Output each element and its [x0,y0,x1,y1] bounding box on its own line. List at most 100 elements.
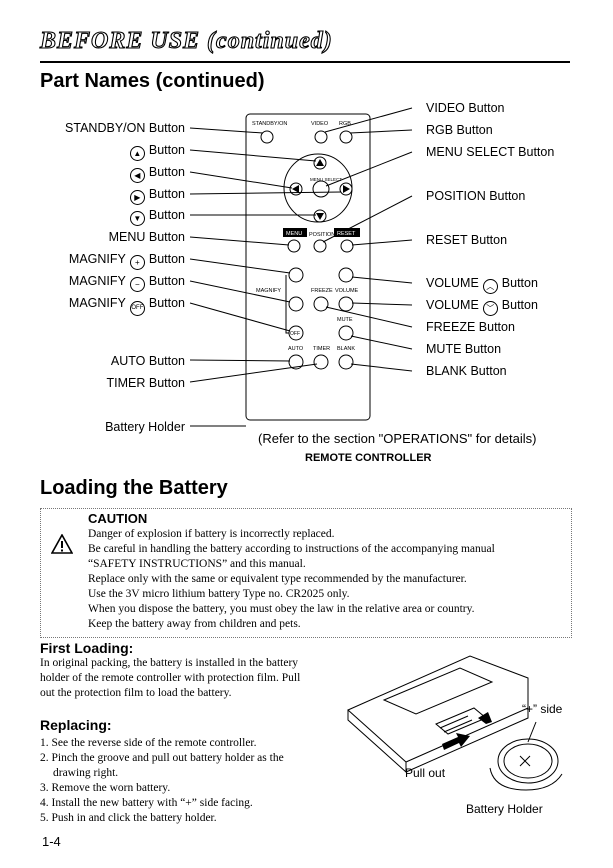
label-volume-down: VOLUME﹀Button [426,298,538,316]
section-header: BEFORE USE (continued) [39,27,333,54]
step: 5. Push in and click the battery holder. [40,812,217,824]
caution-box [40,508,572,638]
menu-select-label: MENU SELECT [310,177,342,182]
volume-label: VOLUME [335,288,359,294]
menu-label: MENU [286,231,302,237]
label-timer: TIMER Button [106,376,186,390]
warning-icon [51,534,73,554]
page-number: 1-4 [42,834,61,849]
label-down: ▼Button [126,208,185,226]
volume-down-button [338,296,354,312]
left-button [289,182,303,196]
label-mute: MUTE Button [426,342,502,356]
step: 3. Remove the worn battery. [40,782,171,794]
label-freeze: FREEZE Button [426,320,515,334]
operations-note: (Refer to the section "OPERATIONS" for d… [258,431,537,446]
battery-figure [347,655,563,791]
caution-title: CAUTION [88,511,148,526]
timer-label: TIMER [313,346,330,352]
menu-button [287,239,301,253]
battery-title: Loading the Battery [40,477,228,499]
position-button [313,239,327,253]
position-label: POSITION [309,232,335,238]
header-rule [40,61,570,63]
freeze-button [313,296,329,312]
replacing-title: Replacing: [40,717,112,733]
freeze-label: FREEZE [311,288,333,294]
standby-button [260,130,274,144]
video-label: VIDEO [311,121,329,127]
minus-icon: − [129,277,145,292]
magnify-plus-button [288,267,304,283]
label-volume-up: VOLUME︿Button [426,276,538,294]
up-arrow-icon: ▲ [129,146,145,161]
blank-button [338,354,354,370]
caution-line: Keep the battery away from children and … [88,618,301,630]
label-right: ▶Button [126,187,185,205]
first-loading-text: In original packing, the battery is inst… [40,656,350,701]
replacing-steps: 1. See the reverse side of the remote co… [40,736,360,826]
timer-button [313,354,329,370]
label-rgb: RGB Button [426,123,493,137]
step: 4. Install the new battery with “+” side… [40,797,253,809]
chevron-down-icon: ﹀ [482,301,498,316]
text-line: out the protection film to load the batt… [40,687,232,699]
plus-side-label: “+” side [522,702,563,716]
caution-line: When you dispose the battery, you must o… [88,603,475,615]
label-auto: AUTO Button [110,354,185,368]
text-line: In original packing, the battery is inst… [40,657,299,669]
magnify-label: MAGNIFY [256,288,281,294]
mute-button [338,325,354,341]
caution-line: Use the 3V micro lithium battery Type no… [88,588,350,600]
label-video: VIDEO Button [426,101,505,115]
first-loading-title: First Loading: [40,640,134,656]
label-battery-holder: Battery Holder [105,420,185,434]
remote-diagram: STANDBY/ON VIDEO RGB MENU SELECT MENU PO… [189,107,413,427]
reset-label: RESET [337,231,356,237]
plus-icon: + [129,255,145,270]
magnify-minus-button [288,296,304,312]
label-menu: MENU Button [108,230,185,244]
label-magnify-minus: MAGNIFY−Button [69,274,185,292]
caution-line: Danger of explosion if battery is incorr… [88,528,335,540]
left-arrow-icon: ◀ [129,168,145,183]
step: 2. Pinch the groove and pull out battery… [40,752,284,764]
caution-text: Danger of explosion if battery is incorr… [88,527,566,632]
down-arrow-icon: ▼ [129,211,145,226]
label-reset: RESET Button [426,233,508,247]
off-icon: OFF [129,301,145,316]
label-up: ▲Button [126,143,185,161]
rgb-label: RGB [339,121,351,127]
label-blank: BLANK Button [426,364,507,378]
remote-caption: REMOTE CONTROLLER [305,452,432,464]
rgb-button [339,130,353,144]
label-menu-select: MENU SELECT Button [426,145,555,159]
menu-select-button [312,180,330,198]
label-magnify-plus: MAGNIFY+Button [69,252,185,270]
label-standby: STANDBY/ON Button [65,121,185,135]
standby-label: STANDBY/ON [252,121,287,127]
step: drawing right. [53,767,119,779]
right-button [339,182,353,196]
remote-back [347,655,529,763]
caution-line: Be careful in handling the battery accor… [88,543,495,555]
volume-up-button [338,267,354,283]
auto-button [288,354,304,370]
down-button [313,209,327,223]
caution-line: Replace only with the same or equivalent… [88,573,467,585]
caution-line: “SAFETY INSTRUCTIONS” and this manual. [88,558,306,570]
reset-button [340,239,354,253]
battery-cell [497,738,559,784]
label-position: POSITION Button [426,189,526,203]
chevron-up-icon: ︿ [482,279,498,294]
off-label: OFF [290,331,300,337]
pull-out-label: Pull out [405,766,446,780]
up-button [313,156,327,170]
label-panel [382,667,494,715]
mute-label: MUTE [337,317,353,323]
battery-holder-label: Battery Holder [466,802,543,816]
right-arrow-icon: ▶ [129,190,145,205]
text-line: holder of the remote controller with pro… [40,672,301,684]
video-button [314,130,328,144]
